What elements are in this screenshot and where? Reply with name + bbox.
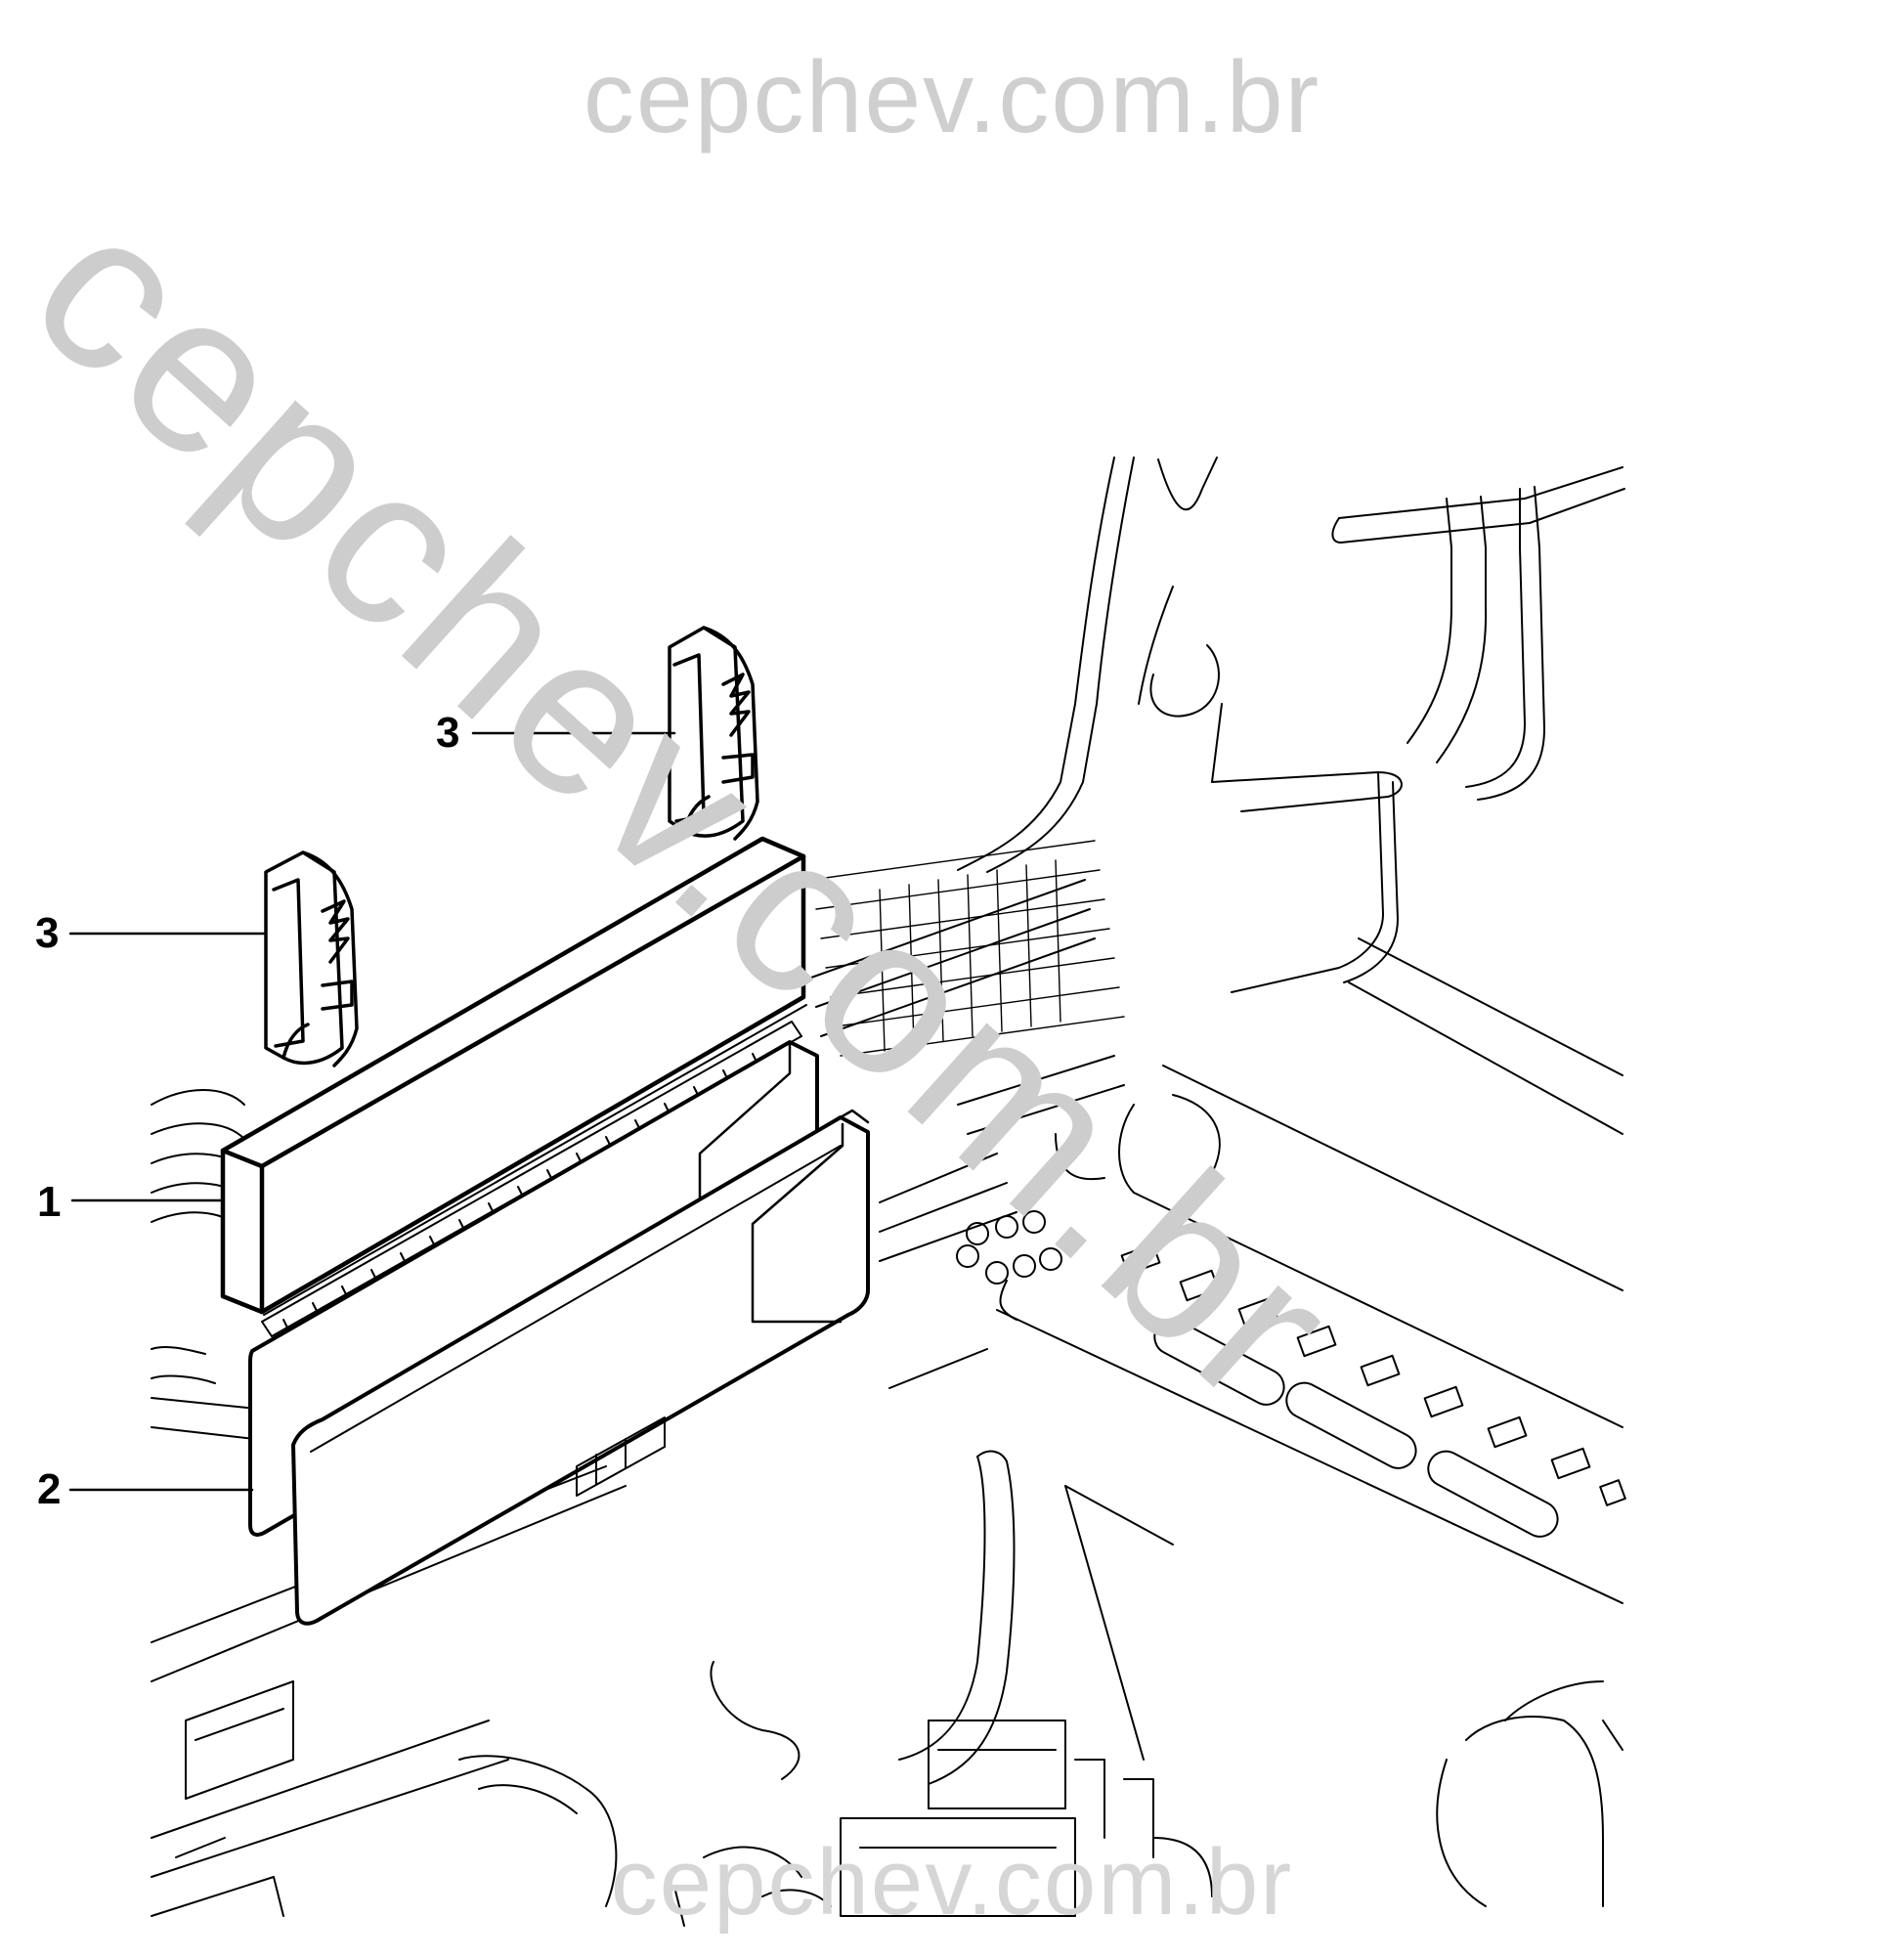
ribbed-hose-hatch xyxy=(810,840,1125,1057)
part-2-filter-front-panel xyxy=(291,1109,870,1626)
callout-1: 1 xyxy=(37,1178,62,1226)
callout-2: 2 xyxy=(37,1465,62,1513)
floor-pan-slots xyxy=(956,1210,1626,1538)
leader-lines xyxy=(68,731,676,1492)
filter-media-strip xyxy=(261,1021,802,1337)
part-1-foam-block xyxy=(220,836,807,1316)
callout-3-lower: 3 xyxy=(35,909,60,957)
callout-3-upper: 3 xyxy=(436,709,460,757)
watermark-top: cepchev.com.br xyxy=(583,41,1321,154)
part-3-clip-lower xyxy=(264,850,359,1067)
part-3-clip-upper xyxy=(668,626,759,841)
watermark-bottom: cepchev.com.br xyxy=(610,1830,1294,1935)
